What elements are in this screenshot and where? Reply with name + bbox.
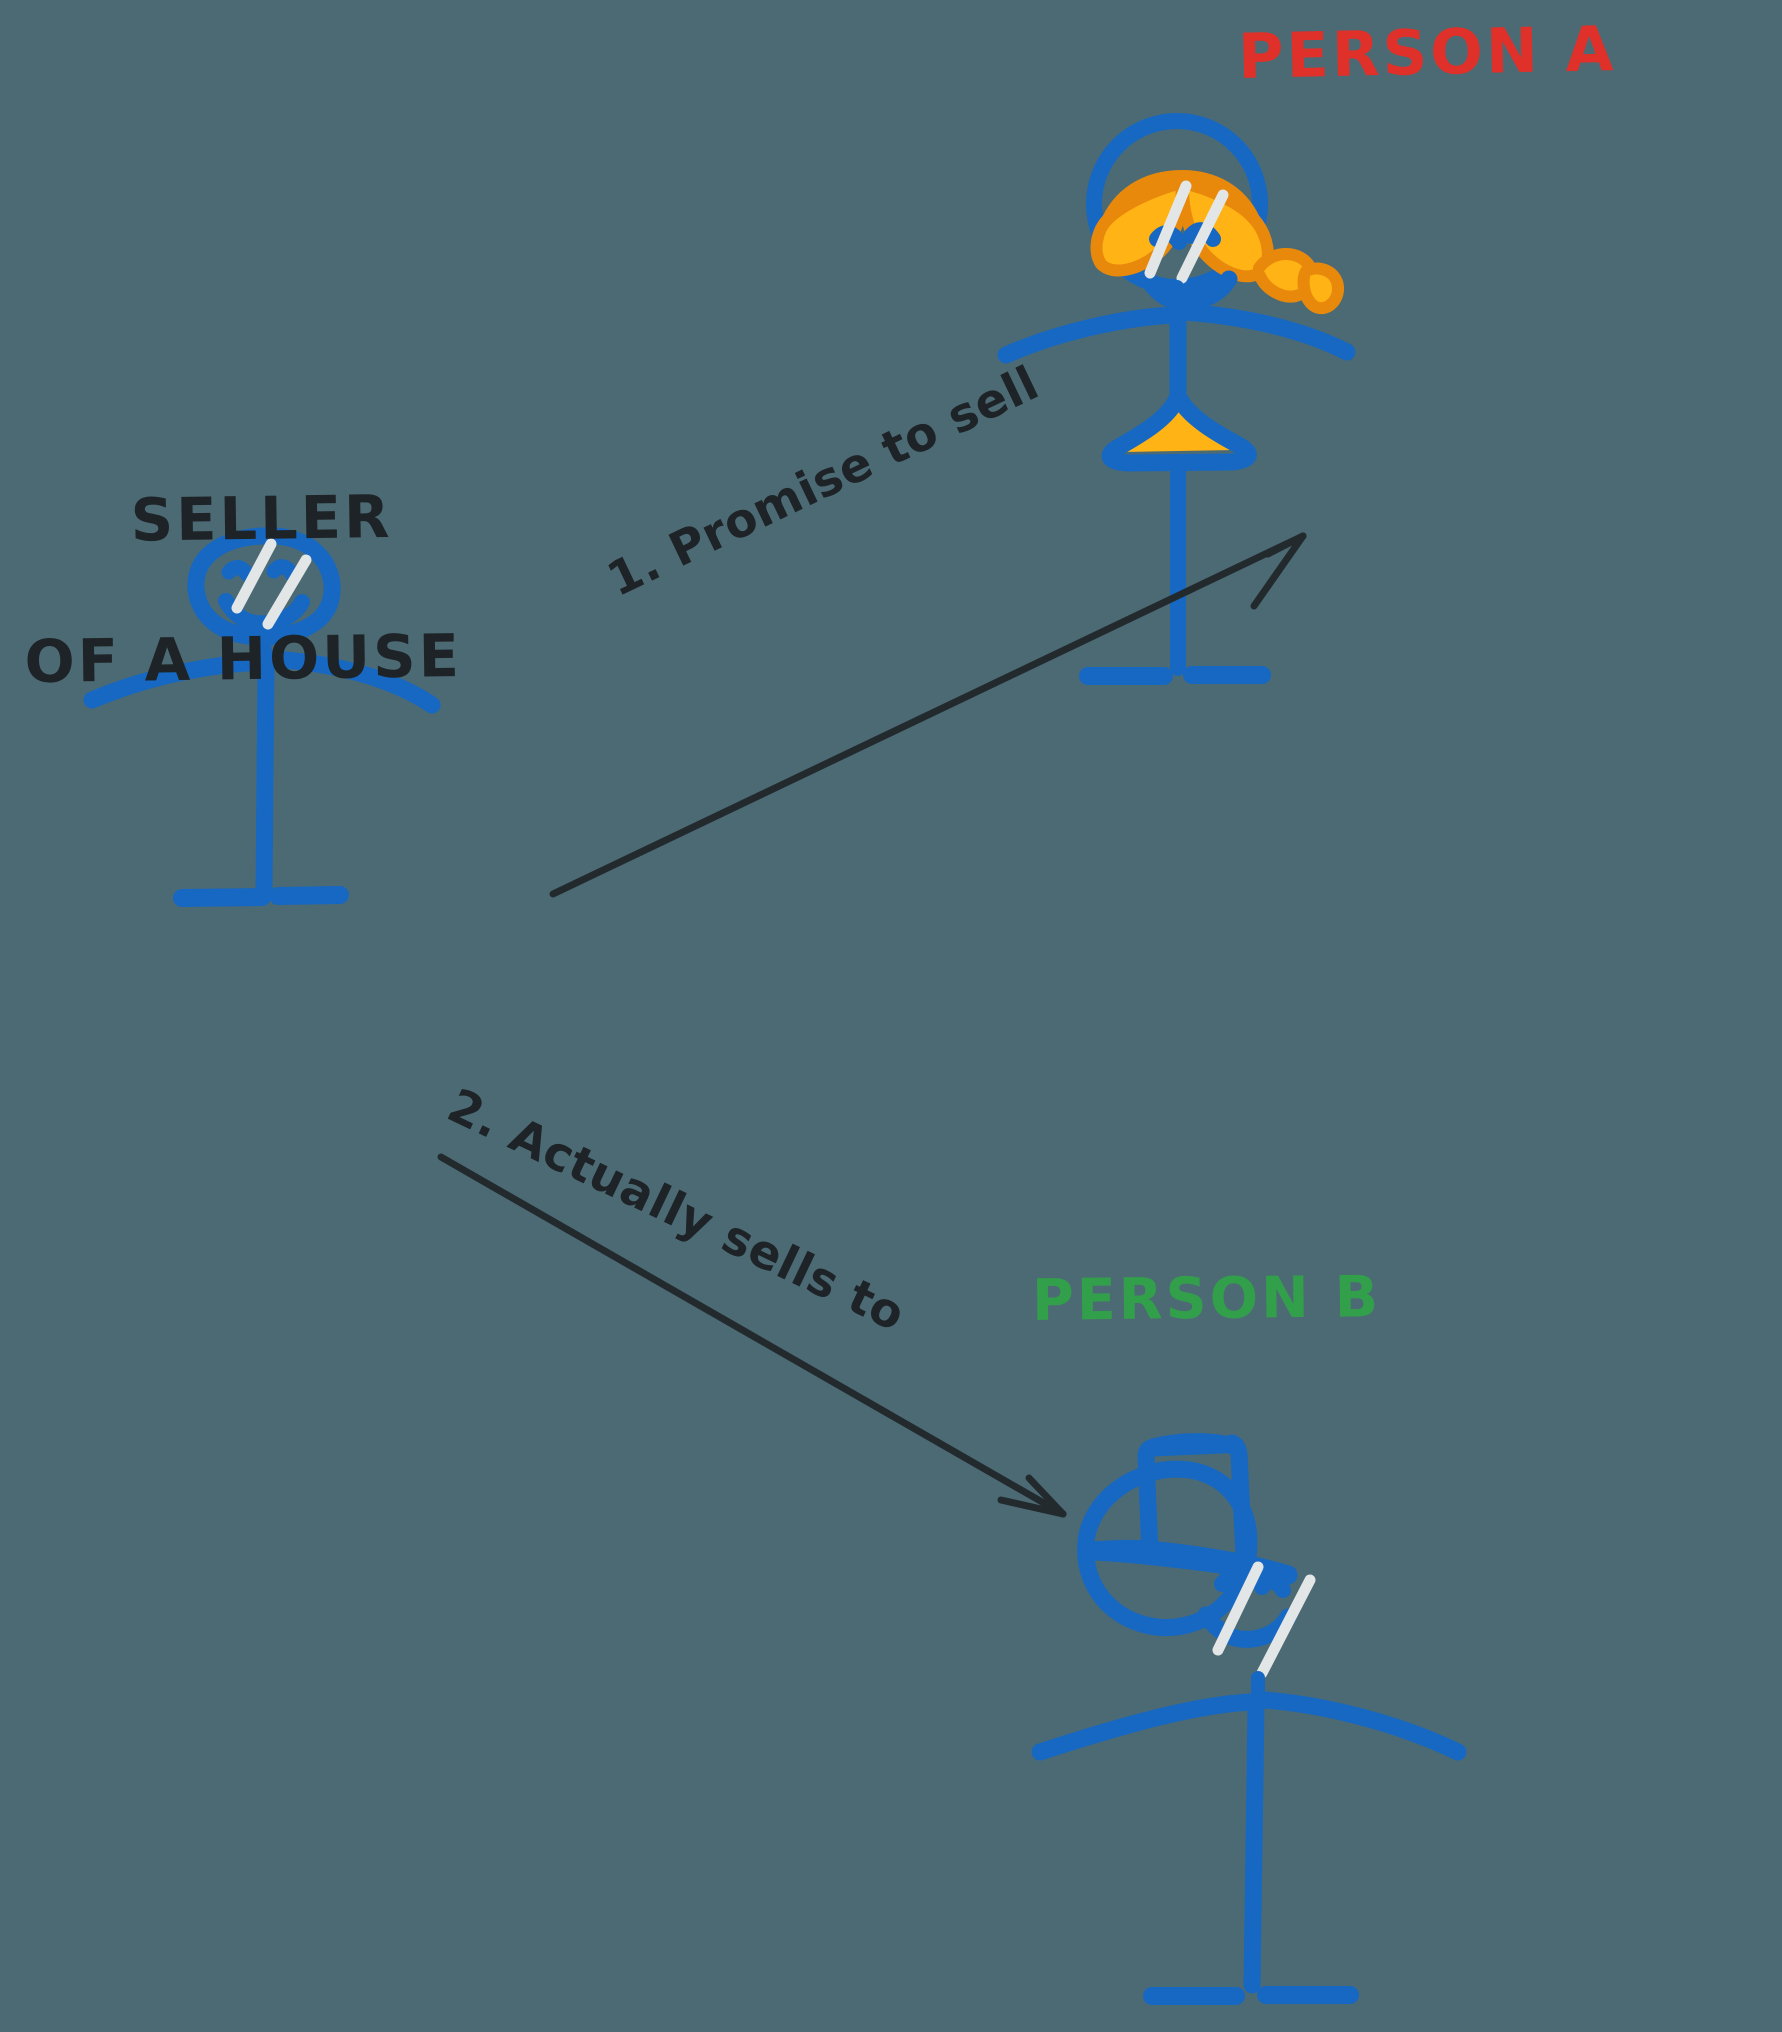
- label-seller-line-1: SELLER: [130, 482, 393, 555]
- figure-person-b: [1031, 1433, 1467, 2005]
- person-a-dress-fill: [1122, 399, 1234, 452]
- person-b-tophat-top: [1144, 1433, 1242, 1456]
- seller-right-arm: [263, 650, 441, 714]
- seller-right-foot: [269, 886, 349, 905]
- figure-person-a: [997, 113, 1356, 685]
- figure-seller: [83, 527, 441, 907]
- seller-left-eye-icon: [221, 560, 255, 582]
- arrow-2-head-lower: [997, 1496, 1067, 1518]
- person-a-face-highlight-1: [1144, 180, 1192, 279]
- person-b-face-highlight-2: [1256, 1574, 1316, 1679]
- label-person-b: PERSON B: [1031, 1264, 1382, 1334]
- person-b-left-arm: [1031, 1693, 1259, 1761]
- person-b-left-eye-icon: [1214, 1570, 1251, 1595]
- arrow-actually-sells-to: [437, 1153, 1067, 1518]
- seller-face-highlight-1: [231, 538, 277, 614]
- arrow-1-head-lower: [1250, 532, 1307, 610]
- label-seller-line-2: OF A HOUSE: [24, 621, 463, 697]
- person-b-right-eye-icon: [1254, 1573, 1291, 1598]
- person-a-pigtail-tip-outline: [1297, 262, 1344, 315]
- seller-left-foot: [173, 888, 271, 907]
- person-a-face-highlight-2: [1176, 189, 1229, 284]
- person-a-left-arm: [997, 306, 1181, 364]
- person-b-hat-brim-line: [1083, 1541, 1298, 1585]
- arrow-1-shaft: [549, 532, 1307, 898]
- arrow-2-shaft: [437, 1153, 1067, 1518]
- seller-left-arm: [83, 653, 271, 709]
- seller-body-leg: [255, 655, 275, 902]
- person-a-right-arm: [1175, 303, 1356, 361]
- person-b-face-highlight-1: [1212, 1561, 1264, 1656]
- person-a-hair-top: [1102, 170, 1260, 225]
- person-a-smile-icon: [1138, 269, 1238, 311]
- person-b-right-arm: [1255, 1691, 1467, 1761]
- arrow-2-head-upper: [1025, 1474, 1067, 1518]
- seller-right-eye-icon: [266, 559, 300, 582]
- label-seller: SELLER OF A HOUSE: [24, 417, 464, 827]
- seller-face-highlight-2: [262, 554, 312, 630]
- label-person-a: PERSON A: [1237, 12, 1618, 93]
- person-b-body-leg: [1243, 1697, 1265, 1994]
- arrow-promise-to-sell: [549, 532, 1307, 898]
